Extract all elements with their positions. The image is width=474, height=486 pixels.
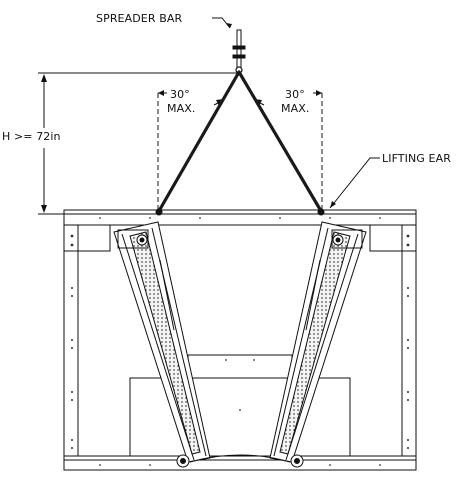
right-lifting-ear [317,208,325,216]
left-angle-value: 30° [170,88,190,101]
height-label: H >= 72in [2,130,61,143]
height-dimension [38,72,238,215]
lifting-ear-leader [329,157,380,209]
right-angle-limit: MAX. [281,102,309,115]
right-coil-panel [269,208,367,468]
left-angle-limit: MAX. [167,102,195,115]
bottom-drain-curve [189,454,291,463]
height-arrow-bottom [41,205,47,213]
right-angle-value: 30° [285,88,305,101]
spreader-bar-label: SPREADER BAR [96,12,182,25]
spreader-bar-leader [212,17,231,29]
height-arrow-top [41,74,47,82]
spreader-bar [232,29,246,74]
lifting-slings [157,70,323,213]
lifting-ear-arrowhead [330,201,336,208]
fastener-dots [70,217,410,466]
left-lifting-ear [155,208,163,216]
left-coil-panel [113,208,211,468]
angle-reference-lines [157,93,323,214]
lifting-ear-label: LIFTING EAR [382,152,451,165]
unit-frame [63,209,417,471]
spreader-bar-arrowhead [226,23,232,28]
right-sling [237,70,323,213]
left-sling [157,70,241,213]
